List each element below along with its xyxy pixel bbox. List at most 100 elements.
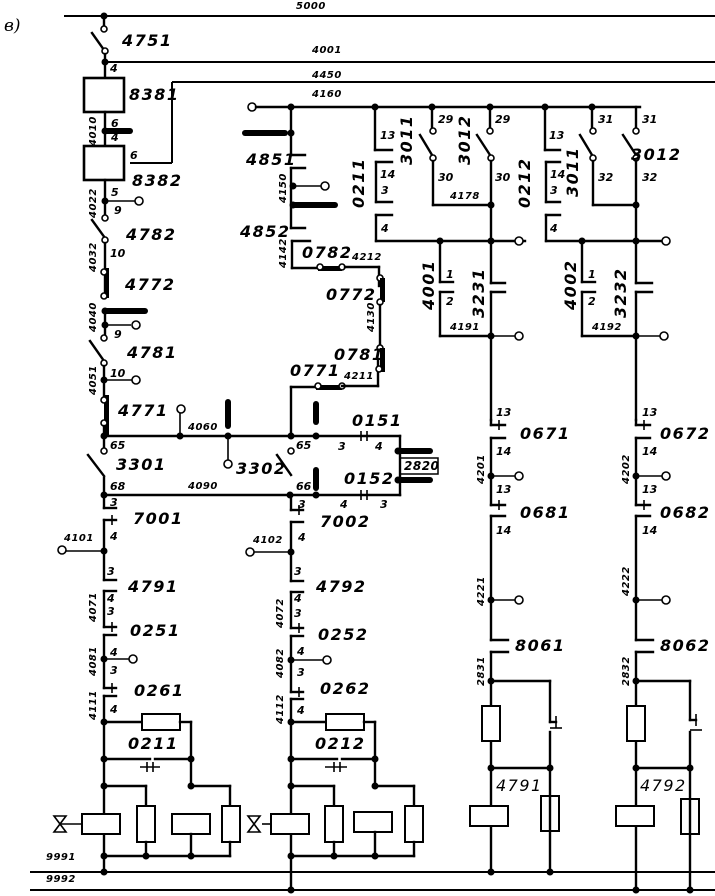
switch-3302 <box>275 453 293 477</box>
label-8062: 8062 <box>660 636 711 655</box>
label-3231: 3231 <box>469 267 488 318</box>
wire-2832: 2832 <box>621 656 632 686</box>
wire-4071: 4071 <box>88 592 99 623</box>
pin: 4 <box>109 62 118 75</box>
wire-4221: 4221 <box>476 576 487 607</box>
pin: 30 <box>495 171 511 184</box>
label-coil-4791: 4791 <box>496 776 543 795</box>
label-4781: 4781 <box>126 343 178 362</box>
pin: 10 <box>110 247 126 260</box>
second-column <box>245 493 332 894</box>
wire-labels: 4010 4022 4032 4040 4051 4060 4090 4101 … <box>63 116 632 725</box>
label-0211-bottom: 0211 <box>128 734 179 753</box>
cross-connections <box>102 358 433 500</box>
label-4782: 4782 <box>125 225 177 244</box>
pin: 4 <box>339 498 348 511</box>
pin: 29 <box>438 113 454 126</box>
wire-4032: 4032 <box>88 242 99 273</box>
label-4001-vertical: 4001 <box>419 259 438 311</box>
label-0252: 0252 <box>318 625 369 644</box>
label-3012-a: 3012 <box>455 114 474 165</box>
pin: 3 <box>110 664 118 677</box>
pin: 30 <box>438 171 454 184</box>
pin: 13 <box>642 406 658 419</box>
second-column-top <box>242 102 642 373</box>
label-4792-left: 4792 <box>315 577 367 596</box>
pin: 13 <box>549 129 565 142</box>
switch-3301 <box>86 453 106 478</box>
wire-4072: 4072 <box>275 598 286 629</box>
bus-label-5000: 5000 <box>296 1 326 12</box>
pin: 14 <box>380 168 395 181</box>
pin: 13 <box>380 129 396 142</box>
pin: 3 <box>338 440 346 453</box>
pin: 3 <box>294 607 302 620</box>
label-4771: 4771 <box>117 401 169 420</box>
label-2820: 2820 <box>404 459 439 473</box>
pin: 32 <box>642 171 658 184</box>
label-3232: 3232 <box>611 267 630 318</box>
label-0781: 0781 <box>334 345 385 364</box>
fourth-column-bottom <box>615 418 702 894</box>
pin: 14 <box>496 524 511 537</box>
label-3302: 3302 <box>236 459 287 478</box>
wire-4150: 4150 <box>278 173 289 204</box>
label-3011-a: 3011 <box>397 114 416 165</box>
bus-label-9991: 9991 <box>46 852 76 863</box>
pin: 2 <box>446 295 454 308</box>
pin: 4 <box>296 704 305 717</box>
wire-4040: 4040 <box>88 302 99 333</box>
pin: 4 <box>110 131 119 144</box>
pin: 4 <box>109 646 118 659</box>
wire-4142: 4142 <box>278 238 289 269</box>
third-column-bottom <box>469 418 562 876</box>
pin: 4 <box>296 645 305 658</box>
pin: 1 <box>588 268 596 281</box>
pin: 14 <box>496 445 511 458</box>
third-column-top <box>371 103 527 422</box>
pin: 66 <box>296 480 312 493</box>
label-0261: 0261 <box>134 681 185 700</box>
pin: 9 <box>114 204 122 217</box>
pin: 6 <box>111 117 119 130</box>
wire-4192: 4192 <box>591 322 622 333</box>
left-bottom-network <box>52 713 241 876</box>
pin: 4 <box>293 592 302 605</box>
switch-4751 <box>90 31 106 52</box>
bus-label-4160: 4160 <box>311 89 342 100</box>
label-4772: 4772 <box>124 275 176 294</box>
wire-4102: 4102 <box>252 535 283 546</box>
label-7002: 7002 <box>320 512 371 531</box>
pin: 10 <box>110 367 126 380</box>
label-8381: 8381 <box>129 85 180 104</box>
pin: 65 <box>110 439 126 452</box>
pin: 13 <box>642 483 658 496</box>
label-4751: 4751 <box>121 31 173 50</box>
device-labels: 4751 8381 8382 4782 4772 4781 4771 3301 … <box>116 31 711 795</box>
label-8061: 8061 <box>515 636 566 655</box>
pin: 4 <box>297 531 306 544</box>
pin: 32 <box>598 171 614 184</box>
left-column <box>57 12 148 874</box>
wire-4082: 4082 <box>275 648 286 679</box>
wire-2831: 2831 <box>476 656 487 686</box>
pin: 14 <box>550 168 565 181</box>
pin: 14 <box>642 445 657 458</box>
pin: 4 <box>380 222 389 235</box>
wire-4022: 4022 <box>88 188 99 219</box>
wire-4010: 4010 <box>88 116 99 147</box>
wire-4202: 4202 <box>621 454 632 485</box>
pin: 3 <box>297 666 305 679</box>
panel-label: в) <box>4 16 21 36</box>
pin: 2 <box>588 295 596 308</box>
coil-4792 <box>615 805 655 827</box>
label-4791-left: 4791 <box>127 577 179 596</box>
label-0251: 0251 <box>130 621 181 640</box>
pin: 3 <box>110 496 118 509</box>
pin: 13 <box>496 483 512 496</box>
pin: 3 <box>107 605 115 618</box>
pin: 31 <box>598 113 613 126</box>
coil-4791 <box>469 805 509 827</box>
label-0151: 0151 <box>352 411 403 430</box>
